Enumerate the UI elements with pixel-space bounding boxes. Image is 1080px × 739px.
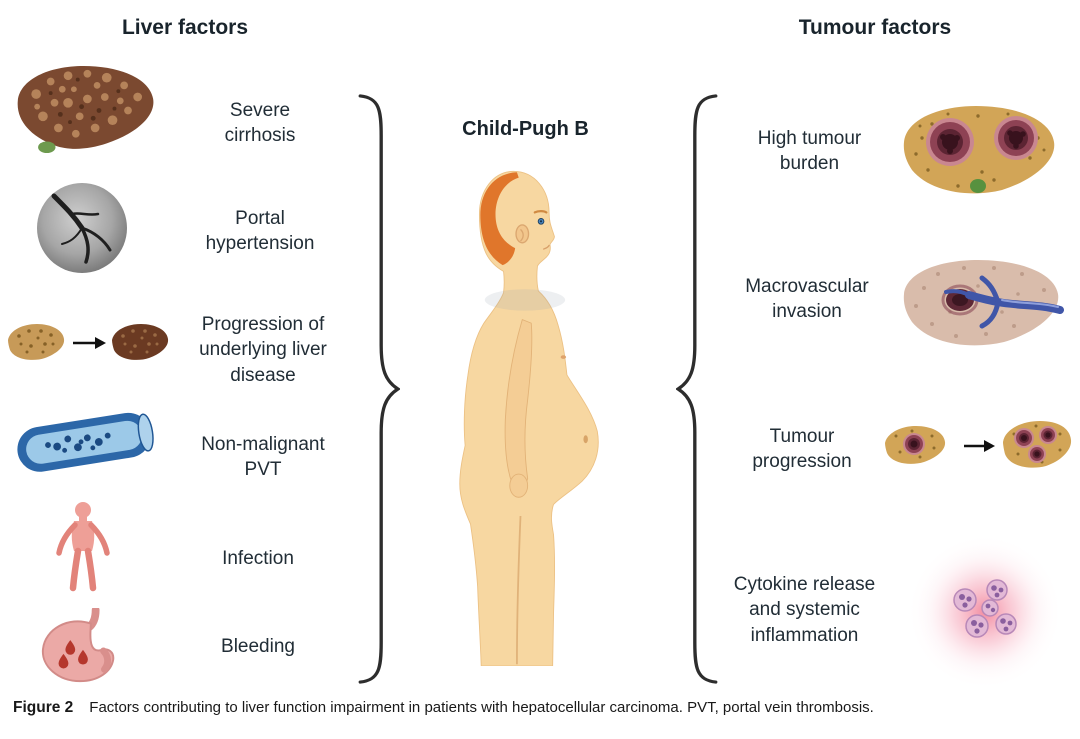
figure-caption-label: Figure 2 (13, 699, 74, 716)
right-curly-brace (675, 92, 722, 686)
high-tumour-burden-label: High tumour burden (757, 128, 862, 175)
child-pugh-b-label: Child-Pugh B (462, 118, 589, 140)
left-curly-brace (354, 92, 401, 686)
non-malignant-pvt-label: Non-malignant PVT (201, 434, 325, 481)
macrovascular-liver-icon (898, 252, 1066, 356)
portal-vein-thrombosis-icon (12, 404, 160, 480)
severe-cirrhosis-label: Severe cirrhosis (224, 100, 296, 147)
cytokine-cells-icon (905, 532, 1065, 692)
tumour-progression-label: Tumour progression (752, 426, 852, 473)
patient-figure-icon (440, 166, 601, 666)
human-body-icon (48, 500, 118, 592)
cirrhotic-liver-icon (12, 60, 157, 162)
infection-label: Infection (222, 548, 294, 569)
portal-hypertension-label: Portal hypertension (205, 208, 315, 255)
macrovascular-invasion-label: Macrovascular invasion (745, 276, 869, 323)
tumour-progression-icon (882, 414, 1072, 476)
tumour-burden-liver-icon (898, 98, 1060, 206)
liver-factors-heading: Liver factors (121, 16, 249, 39)
liver-disease-progression-label: Progression of underlying liver disease (199, 314, 327, 386)
stomach-bleeding-icon (36, 608, 128, 686)
liver-progression-icon (5, 318, 170, 370)
portal-angiogram-icon (36, 182, 128, 274)
tumour-factors-heading: Tumour factors (798, 16, 952, 39)
cytokine-release-label: Cytokine release and systemic inflammati… (733, 574, 876, 646)
figure-caption: Figure 2 Factors contributing to liver fu… (13, 699, 1071, 717)
figure-caption-text: Factors contributing to liver function i… (89, 699, 874, 716)
bleeding-label: Bleeding (221, 636, 295, 657)
